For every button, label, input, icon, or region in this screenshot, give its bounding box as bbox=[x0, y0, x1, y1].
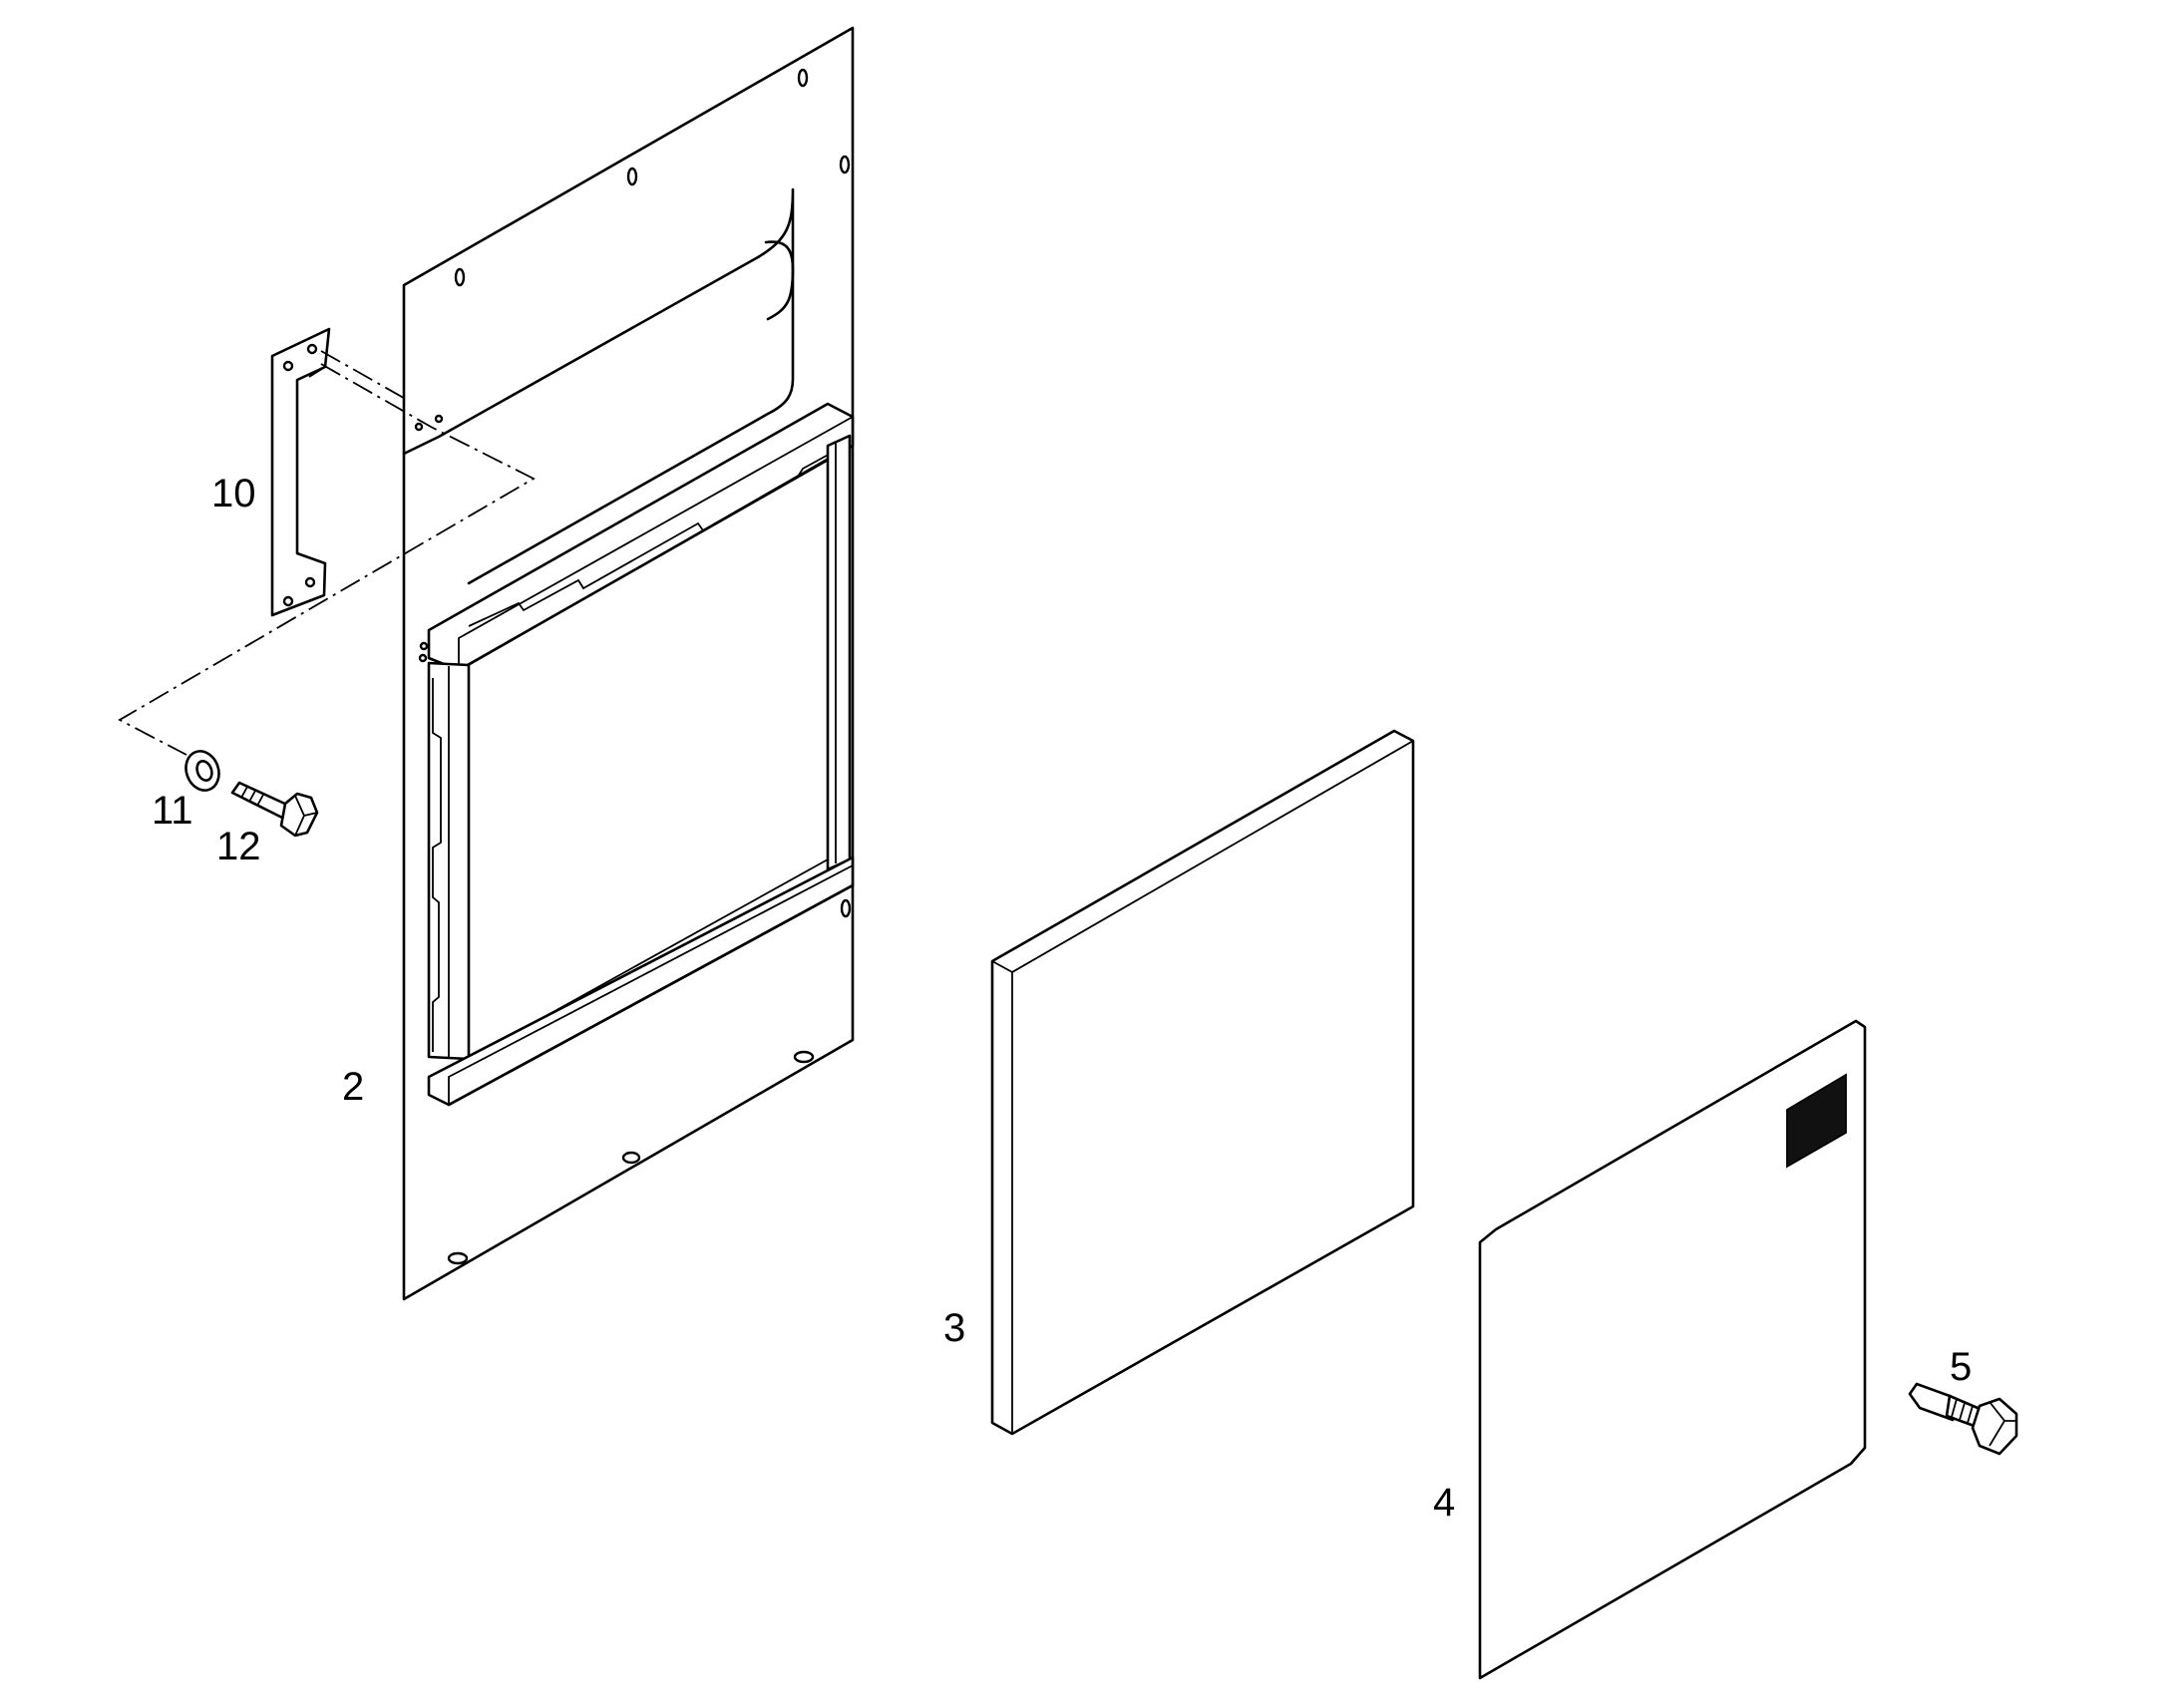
callout-11: 11 bbox=[152, 789, 193, 833]
screw-part-5 bbox=[1908, 1382, 2018, 1456]
callout-2: 2 bbox=[342, 1065, 364, 1109]
callout-10: 10 bbox=[211, 472, 256, 515]
vent-grille bbox=[1786, 1073, 1847, 1169]
filter-pad-part-3 bbox=[990, 729, 1415, 1436]
panel-part-2 bbox=[402, 26, 855, 1301]
callout-4: 4 bbox=[1433, 1481, 1455, 1525]
bracket-part-10 bbox=[270, 327, 331, 617]
assembly-line-top bbox=[320, 350, 410, 402]
washer-part-11 bbox=[184, 750, 220, 792]
callout-12: 12 bbox=[216, 825, 261, 868]
callout-3: 3 bbox=[943, 1306, 965, 1350]
assembly-line-upper bbox=[118, 363, 536, 756]
cover-part-4 bbox=[1478, 1019, 1867, 1680]
callout-5: 5 bbox=[1950, 1345, 1972, 1389]
bolt-part-12 bbox=[230, 781, 319, 838]
